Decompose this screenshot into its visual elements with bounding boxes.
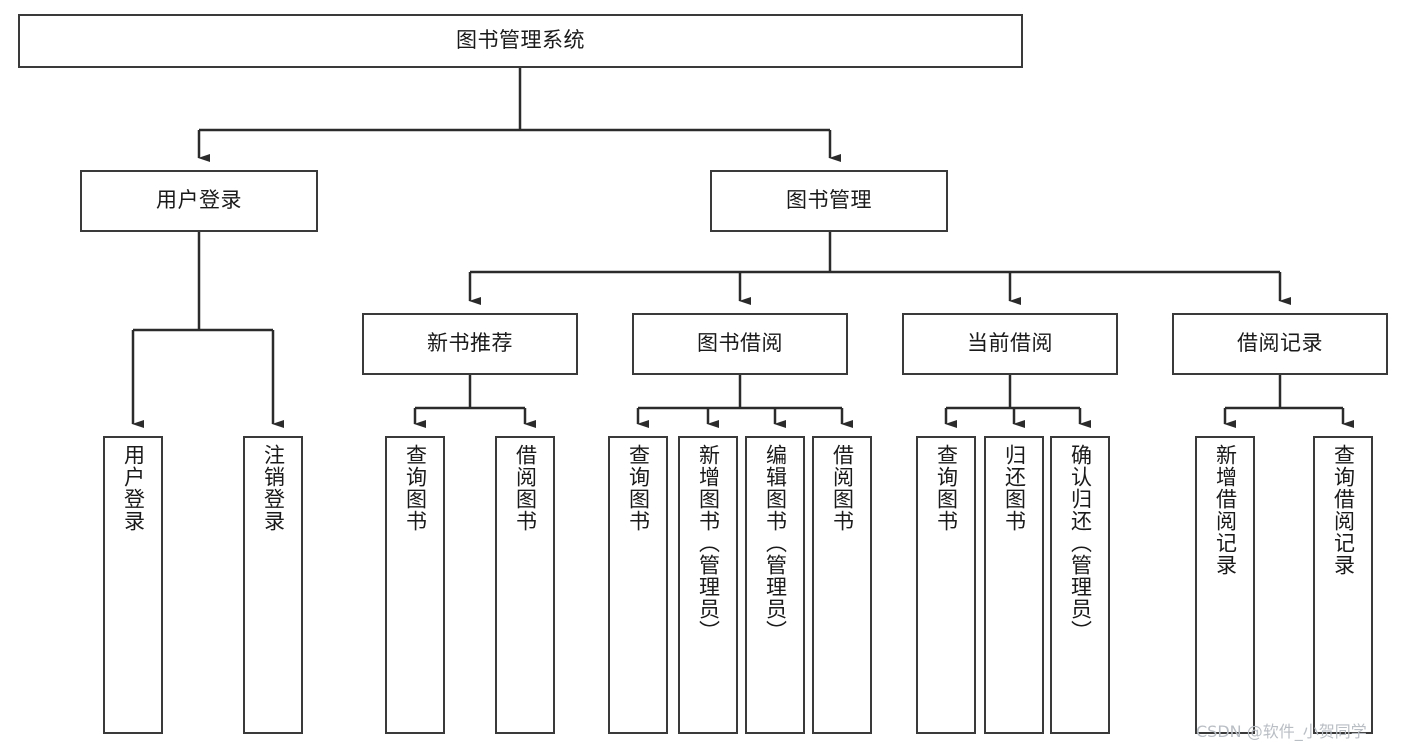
- node-label: 归还图书: [1002, 444, 1027, 532]
- leaf-new-book-borrow[interactable]: 借阅图书: [495, 436, 555, 734]
- leaf-borrow-record-query[interactable]: 查询借阅记录: [1313, 436, 1373, 734]
- leaf-new-book-query[interactable]: 查询图书: [385, 436, 445, 734]
- node-label: 新书推荐: [427, 331, 513, 356]
- leaf-user-login-logout[interactable]: 注销登录: [243, 436, 303, 734]
- node-label: 借阅图书: [830, 444, 855, 532]
- node-label: 确认归还（管理员）: [1068, 444, 1093, 642]
- node-label: 编辑图书（管理员）: [763, 444, 788, 642]
- node-current-borrow[interactable]: 当前借阅: [902, 313, 1118, 375]
- node-label: 用户登录: [156, 188, 242, 213]
- node-label: 注销登录: [261, 444, 286, 532]
- leaf-book-borrow-edit[interactable]: 编辑图书（管理员）: [745, 436, 805, 734]
- watermark-csdn: CSDN @软件_小贺同学: [1196, 722, 1367, 741]
- node-book-borrow[interactable]: 图书借阅: [632, 313, 848, 375]
- node-book-management[interactable]: 图书管理: [710, 170, 948, 232]
- leaf-current-borrow-confirm-return[interactable]: 确认归还（管理员）: [1050, 436, 1110, 734]
- node-label: 当前借阅: [967, 331, 1053, 356]
- node-label: 图书管理: [786, 188, 872, 213]
- leaf-book-borrow-borrow[interactable]: 借阅图书: [812, 436, 872, 734]
- node-label: 用户登录: [121, 444, 146, 532]
- node-label: 查询图书: [934, 444, 959, 532]
- node-label: 查询借阅记录: [1331, 444, 1356, 576]
- node-new-book-recommend[interactable]: 新书推荐: [362, 313, 578, 375]
- leaf-user-login-login[interactable]: 用户登录: [103, 436, 163, 734]
- node-borrow-record[interactable]: 借阅记录: [1172, 313, 1388, 375]
- leaf-borrow-record-add[interactable]: 新增借阅记录: [1195, 436, 1255, 734]
- node-label: 图书借阅: [697, 331, 783, 356]
- node-label: 查询图书: [403, 444, 428, 532]
- node-root-book-management-system[interactable]: 图书管理系统: [18, 14, 1023, 68]
- node-label: 借阅记录: [1237, 331, 1323, 356]
- node-label: 新增图书（管理员）: [696, 444, 721, 642]
- node-label: 查询图书: [626, 444, 651, 532]
- node-label: 新增借阅记录: [1213, 444, 1238, 576]
- leaf-current-borrow-return[interactable]: 归还图书: [984, 436, 1044, 734]
- node-label: 借阅图书: [513, 444, 538, 532]
- leaf-book-borrow-add[interactable]: 新增图书（管理员）: [678, 436, 738, 734]
- node-label: 图书管理系统: [456, 28, 585, 53]
- leaf-current-borrow-query[interactable]: 查询图书: [916, 436, 976, 734]
- leaf-book-borrow-query[interactable]: 查询图书: [608, 436, 668, 734]
- node-user-login[interactable]: 用户登录: [80, 170, 318, 232]
